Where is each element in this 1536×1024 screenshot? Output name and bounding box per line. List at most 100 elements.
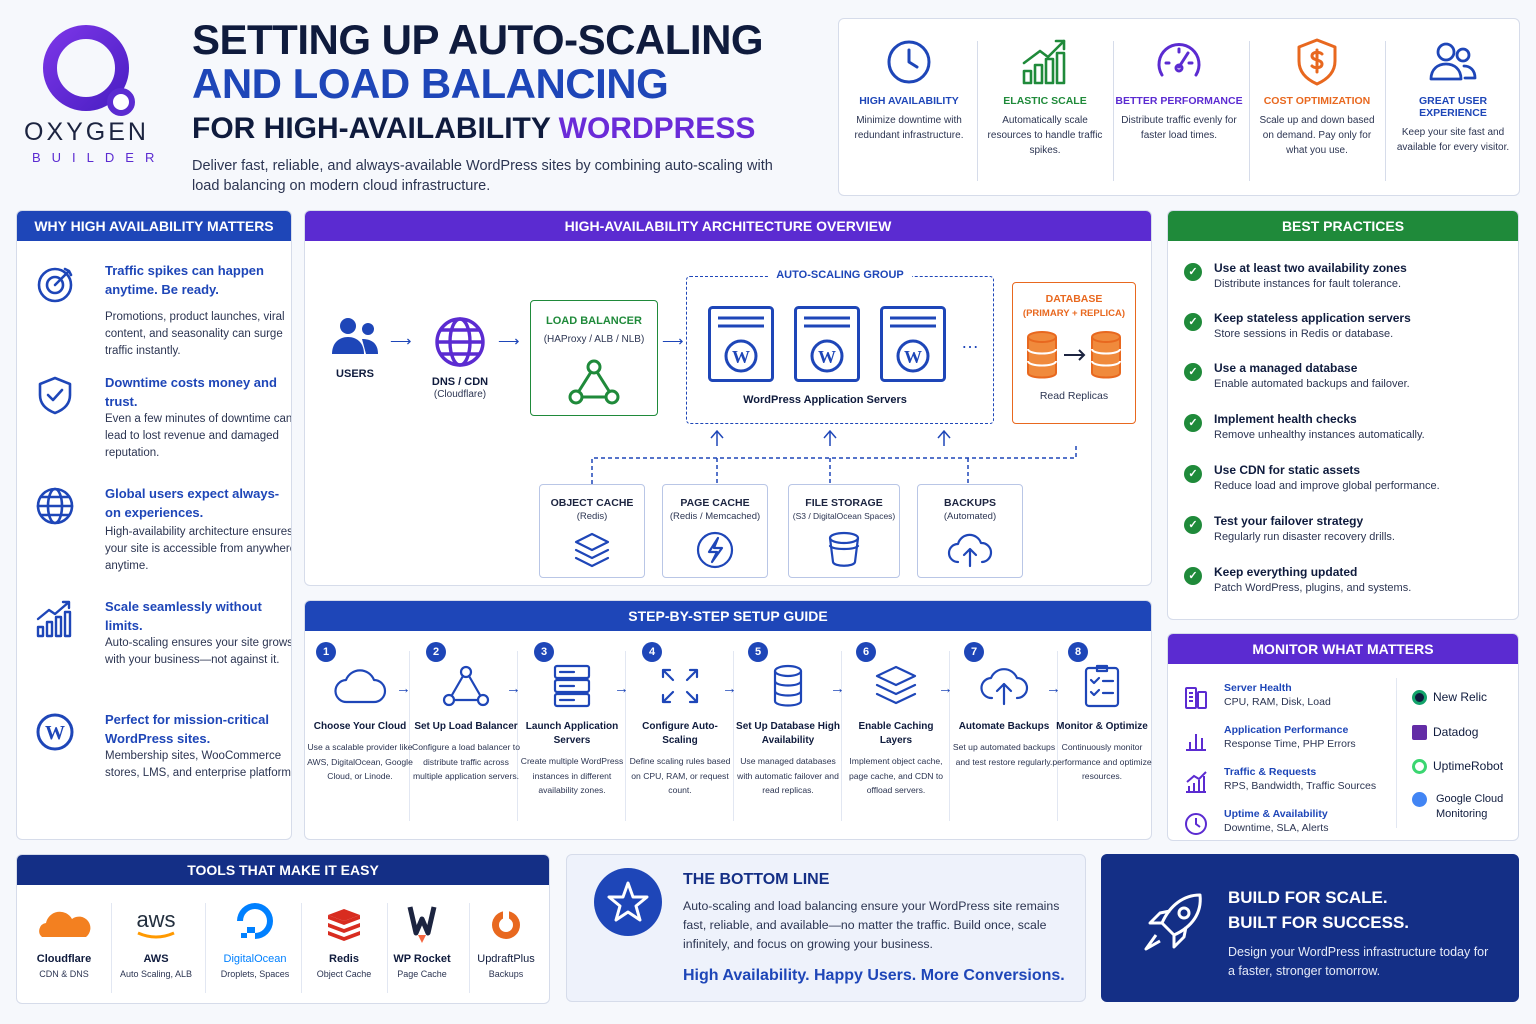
d: Response Time, PHP Errors (1224, 738, 1356, 750)
service-title: OBJECT CACHE (550, 497, 634, 509)
star-icon (594, 868, 662, 936)
dns-node: DNS / CDN (Cloudflare) (420, 316, 500, 402)
h: Test your failover strategy (1214, 514, 1364, 528)
server-health-icon (1185, 687, 1207, 709)
server-icon (553, 664, 591, 708)
step-number: 1 (316, 642, 336, 662)
step-desc: Use managed databases with automatic fai… (737, 756, 839, 795)
dns-label: DNS / CDN (431, 376, 489, 388)
service-object-cache: OBJECT CACHE (Redis) (539, 484, 645, 578)
monitor-title: MONITOR WHAT MATTERS (1168, 634, 1518, 664)
users-icon (1429, 42, 1477, 81)
benefit-title: ELASTIC SCALE (1003, 95, 1087, 107)
step-desc: Use a scalable provider like AWS, Digita… (307, 742, 413, 781)
users-node: USERS (326, 316, 384, 380)
why-heading: Global users expect always-on experience… (105, 486, 280, 520)
clock-icon (1185, 813, 1207, 835)
why-desc: Even a few minutes of downtime can lead … (105, 413, 292, 459)
arrow-icon: ⟶ (498, 333, 520, 350)
check-icon: ✓ (1184, 313, 1202, 331)
service-title: FILE STORAGE (805, 497, 883, 509)
benefit-title: HIGH AVAILABILITY (859, 95, 959, 107)
why-heading: Downtime costs money and trust. (105, 375, 277, 409)
network-icon (442, 665, 490, 707)
name: UptimeRobot (1433, 759, 1504, 773)
h: Use CDN for static assets (1214, 463, 1361, 477)
digitalocean-logo-icon (237, 903, 273, 939)
arrow-icon: → (1046, 680, 1061, 697)
step-desc: Configure a load balancer to distribute … (412, 742, 520, 781)
d: Store sessions in Redis or database. (1214, 328, 1394, 340)
title-line-3a: FOR HIGH-AVAILABILITY (192, 112, 559, 145)
title-line-3: FOR HIGH-AVAILABILITY WORDPRESS (192, 112, 755, 146)
why-title: WHY HIGH AVAILABILITY MATTERS (17, 211, 291, 241)
svg-text:W: W (904, 347, 922, 367)
h: Keep everything updated (1214, 565, 1358, 579)
why-heading: Scale seamlessly without limits. (105, 599, 262, 633)
arrow-icon: → (506, 680, 521, 697)
benefit-desc: Automatically scale resources to handle … (987, 115, 1103, 156)
best-practices-panel: BEST PRACTICES ✓Use at least two availab… (1167, 210, 1519, 620)
title-line-1: SETTING UP AUTO-SCALING (192, 16, 764, 63)
name: New Relic (1433, 690, 1488, 704)
database-replica-icon (1027, 331, 1121, 379)
bucket-icon (828, 531, 860, 567)
app-performance-icon (1186, 734, 1206, 751)
bottom-title: THE BOTTOM LINE (683, 871, 830, 888)
step-number: 5 (748, 642, 768, 662)
d: Enable automated backups and failover. (1214, 378, 1410, 390)
growth-chart-icon (1022, 39, 1066, 85)
step-number: 4 (642, 642, 662, 662)
cloud-upload-icon (947, 533, 993, 568)
step-number: 7 (964, 642, 984, 662)
brand-sub: BUILDER (32, 150, 166, 165)
svg-text:…: … (961, 332, 978, 352)
tools-title: TOOLS THAT MAKE IT EASY (17, 855, 549, 885)
bottom-line-panel: THE BOTTOM LINE Auto-scaling and load ba… (566, 854, 1086, 1002)
connector-lines (591, 429, 1077, 484)
step-desc: Set up automated backups and test restor… (952, 742, 1056, 767)
tool-datadog: Datadog (1412, 725, 1478, 741)
step-title: Enable Caching Layers (858, 721, 934, 746)
db-label: DATABASE (1045, 293, 1103, 305)
cloudflare-logo-icon (39, 911, 91, 937)
svg-text:W: W (818, 347, 836, 367)
benefit-desc: Distribute traffic evenly for faster loa… (1121, 115, 1237, 141)
check-icon: ✓ (1184, 567, 1202, 585)
step-number: 3 (534, 642, 554, 662)
name: Cloudflare (36, 953, 92, 965)
benefit-user-experience: GREAT USER EXPERIENCE Keep your site fas… (1385, 19, 1519, 195)
h: Use at least two availability zones (1214, 261, 1407, 275)
arrow-icon: → (830, 680, 845, 697)
name: Redis (329, 953, 359, 965)
step-desc: Implement object cache, page cache, and … (848, 756, 944, 795)
service-sub: (Redis / Memcached) (669, 511, 761, 522)
database-icon (773, 664, 803, 707)
service-page-cache: PAGE CACHE (Redis / Memcached) (662, 484, 768, 578)
d: Remove unhealthy instances automatically… (1214, 429, 1425, 441)
arrow-icon: ⟶ (662, 333, 684, 350)
check-icon: ✓ (1184, 465, 1202, 483)
replicas-label: Read Replicas (1039, 390, 1109, 402)
steps-title: STEP-BY-STEP SETUP GUIDE (305, 601, 1151, 631)
benefit-cost-optimization: COST OPTIMIZATION Scale up and down base… (1249, 19, 1385, 195)
step-desc: Continuously monitor performance and opt… (1052, 742, 1152, 781)
wp-rocket-logo-icon (407, 906, 437, 943)
arrow-icon: ⟶ (390, 333, 412, 350)
step-desc: Define scaling rules based on CPU, RAM, … (629, 756, 731, 795)
arrow-icon: → (614, 680, 629, 697)
db-sub: (PRIMARY + REPLICA) (1022, 308, 1126, 319)
steps-panel: STEP-BY-STEP SETUP GUIDE (304, 600, 1152, 840)
tool-google-cloud: Google Cloud Monitoring (1412, 792, 1508, 822)
brand-name: OXYGEN (24, 118, 149, 146)
network-icon (568, 359, 620, 405)
name: Google Cloud Monitoring (1436, 793, 1504, 820)
